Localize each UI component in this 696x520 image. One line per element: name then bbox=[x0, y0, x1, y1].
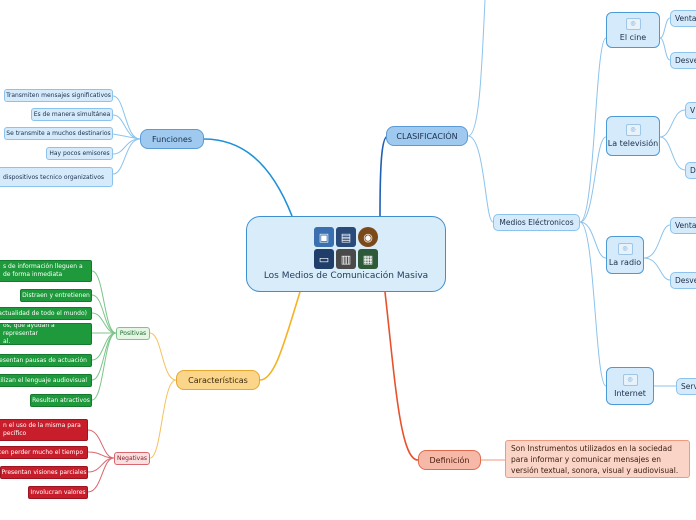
radio-icon: ◉ bbox=[358, 227, 378, 247]
media-node-television[interactable]: ◎ La televisión bbox=[606, 116, 660, 156]
positiva-item-7[interactable]: Resultan atractivos bbox=[30, 394, 92, 407]
clasificacion-node[interactable]: CLASIFICACIÓN bbox=[386, 126, 468, 146]
media-icons-row2: ▭ ▥ ▦ bbox=[314, 249, 378, 269]
positiva-item-4[interactable]: os, que ayudan a representar al. bbox=[0, 323, 92, 345]
television-icon: ▭ bbox=[314, 249, 334, 269]
positiva-item-3[interactable]: la actualidad de todo el mundo) bbox=[0, 307, 92, 320]
negativa-item-3[interactable]: Presentan visiones parciales bbox=[0, 466, 88, 479]
central-topic[interactable]: ▣ ▤ ◉ ▭ ▥ ▦ Los Medios de Comunicación M… bbox=[246, 216, 446, 292]
caracteristicas-node[interactable]: Características bbox=[176, 370, 260, 390]
cine-child-2[interactable]: Desve bbox=[670, 52, 696, 69]
positiva-item-2[interactable]: Distraen y entretienen bbox=[20, 289, 92, 302]
media-node-internet-label: Internet bbox=[614, 389, 646, 398]
central-title: Los Medios de Comunicación Masiva bbox=[263, 271, 429, 281]
film-icon: ▦ bbox=[358, 249, 378, 269]
negativas-node[interactable]: Negativas bbox=[114, 452, 150, 465]
radio-child-1[interactable]: Venta bbox=[670, 217, 696, 234]
definicion-text: Son Instrumentos utilizados en la socied… bbox=[505, 440, 690, 478]
positiva-item-1[interactable]: s de información lleguen a de forma inme… bbox=[0, 260, 92, 282]
media-node-television-label: La televisión bbox=[607, 139, 659, 148]
funciones-item-1[interactable]: Transmiten mensajes significativos bbox=[4, 89, 113, 102]
television-child-1[interactable]: V bbox=[685, 102, 696, 119]
internet-child-1[interactable]: Serv bbox=[676, 378, 696, 395]
radio-child-2[interactable]: Desve bbox=[670, 272, 696, 289]
funciones-item-2[interactable]: Es de manera simultánea bbox=[31, 108, 113, 121]
monitor-icon: ▤ bbox=[336, 227, 356, 247]
media-icons: ▣ ▤ ◉ bbox=[314, 227, 378, 247]
negativa-item-2[interactable]: hacen perder mucho el tiempo bbox=[0, 446, 88, 459]
cine-child-1[interactable]: Venta bbox=[670, 10, 696, 27]
funciones-item-5[interactable]: dispositivos tecnico organizativos bbox=[0, 167, 113, 187]
medios-electronicos-node[interactable]: Medios Eléctronicos bbox=[493, 214, 580, 231]
funciones-item-4[interactable]: Hay pocos emisores bbox=[46, 147, 113, 160]
media-node-internet[interactable]: ◎ Internet bbox=[606, 367, 654, 405]
definicion-node[interactable]: Definición bbox=[418, 450, 481, 470]
camera-icon: ◎ bbox=[625, 124, 641, 136]
funciones-item-3[interactable]: Se transmite a muchos destinarios bbox=[4, 127, 113, 140]
media-node-cine-label: El cine bbox=[619, 33, 647, 42]
negativa-item-4[interactable]: Involucran valores bbox=[28, 486, 88, 499]
camera-icon: ◎ bbox=[617, 243, 633, 255]
media-node-radio[interactable]: ◎ La radio bbox=[606, 236, 644, 274]
funciones-node[interactable]: Funciones bbox=[140, 129, 204, 149]
camera-icon: ◎ bbox=[625, 18, 641, 30]
television-child-2[interactable]: D bbox=[685, 162, 696, 179]
book-icon: ▥ bbox=[336, 249, 356, 269]
positiva-item-6[interactable]: utilizan el lenguaje audiovisual bbox=[0, 374, 92, 387]
camera-icon: ◎ bbox=[622, 374, 638, 386]
media-node-radio-label: La radio bbox=[608, 258, 642, 267]
negativa-item-1[interactable]: n el uso de la misma para pecífico bbox=[0, 419, 88, 441]
media-node-cine[interactable]: ◎ El cine bbox=[606, 12, 660, 48]
computer-icon: ▣ bbox=[314, 227, 334, 247]
positivas-node[interactable]: Positivas bbox=[116, 327, 150, 340]
positiva-item-5[interactable]: presentan pausas de actuación bbox=[0, 354, 92, 367]
